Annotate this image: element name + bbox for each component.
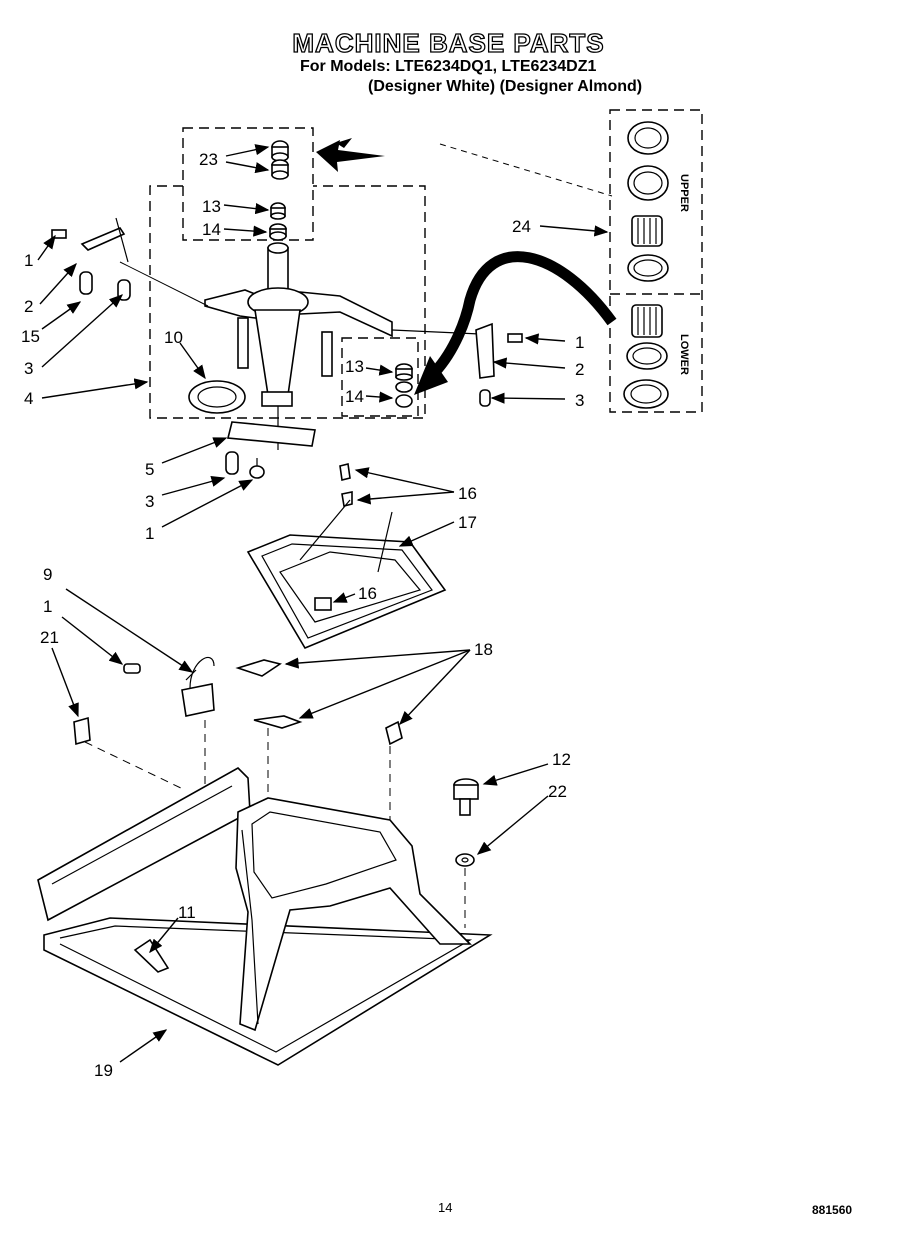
- callout-15: 15: [21, 327, 40, 346]
- callout-3-a: 3: [24, 359, 33, 378]
- snubber-ring-10: [188, 380, 246, 414]
- small-arrow-icon: [336, 138, 352, 148]
- bolt-12: [453, 778, 479, 816]
- bushing-14-upper: [269, 223, 287, 241]
- service-kit-box: [609, 109, 703, 413]
- clip-9: [181, 656, 215, 717]
- feet-18: [235, 659, 403, 746]
- bushing-14-lower: [395, 381, 413, 408]
- callout-2-a: 2: [24, 297, 33, 316]
- callout-16-b: 16: [358, 584, 377, 603]
- kit-lower-seals: [623, 304, 669, 409]
- callout-10: 10: [164, 328, 183, 347]
- callout-22: 22: [548, 782, 567, 801]
- models-subtitle: For Models: LTE6234DQ1, LTE6234DZ1: [300, 58, 597, 75]
- gearcase-group-box: [149, 185, 426, 419]
- callout-1-a: 1: [24, 251, 33, 270]
- callout-13-lower: 13: [345, 357, 364, 376]
- callout-14-lower: 14: [345, 387, 364, 406]
- bushing-group-box: [182, 127, 314, 241]
- kit-upper-seals: [627, 121, 669, 282]
- bushing-23-lower: [271, 159, 289, 180]
- washer-22: [455, 853, 475, 867]
- colors-subtitle: (Designer White) (Designer Almond): [368, 78, 643, 95]
- callout-14-upper: 14: [202, 220, 221, 239]
- strap-5: [225, 421, 316, 479]
- drawing-code: 881560: [812, 1203, 853, 1217]
- callout-1-d: 1: [43, 597, 52, 616]
- callout-1-c: 1: [145, 524, 154, 543]
- callout-16-a: 16: [458, 484, 477, 503]
- bushing-23-upper: [271, 140, 289, 162]
- lower-bushing-group-box: [341, 337, 419, 417]
- page-number: 14: [438, 1200, 453, 1215]
- callout-2-b: 2: [575, 360, 584, 379]
- callout-24: 24: [512, 217, 531, 236]
- screw-1-lower: [123, 663, 141, 674]
- callout-19: 19: [94, 1061, 113, 1080]
- machine-base-19: [37, 767, 493, 1066]
- page-title: MACHINE BASE PARTS: [292, 27, 605, 58]
- gearcase-assembly: [204, 242, 393, 450]
- callout-5: 5: [145, 460, 154, 479]
- bracket-left: [51, 217, 131, 301]
- pointer-arrow-icon: [316, 140, 385, 172]
- callout-1-b: 1: [575, 333, 584, 352]
- callout-17: 17: [458, 513, 477, 532]
- callout-12: 12: [552, 750, 571, 769]
- bushing-13-upper: [270, 202, 286, 220]
- callout-9: 9: [43, 565, 52, 584]
- callout-18: 18: [474, 640, 493, 659]
- callout-3-c: 3: [145, 492, 154, 511]
- mounting-frame-17: [246, 463, 447, 650]
- callout-11: 11: [178, 903, 196, 922]
- callout-13-upper: 13: [202, 197, 221, 216]
- bracket-right: [475, 322, 523, 407]
- curved-arrow-icon: [430, 251, 617, 376]
- callout-21: 21: [40, 628, 59, 647]
- callout-3-b: 3: [575, 391, 584, 410]
- callout-4: 4: [24, 389, 33, 408]
- kit-lower-label: LOWER: [678, 334, 690, 375]
- bushing-13-lower: [395, 363, 413, 381]
- callout-23: 23: [199, 150, 218, 169]
- clip-21: [73, 716, 91, 746]
- kit-upper-label: UPPER: [678, 174, 690, 212]
